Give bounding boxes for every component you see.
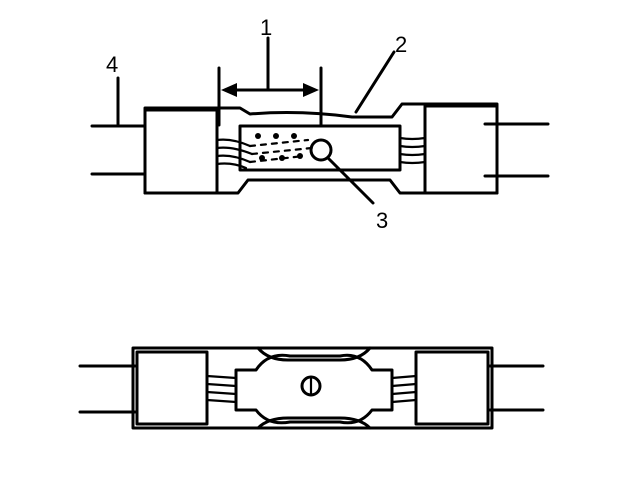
top-splice-assembly (90, 102, 550, 195)
left-strands-bottom (205, 374, 238, 404)
leader-line-2 (354, 50, 396, 114)
left-wire-bottom (78, 364, 137, 414)
crimped-barrel-bottom (234, 353, 394, 425)
inner-strands-top (248, 133, 314, 164)
right-strands-top (398, 136, 427, 165)
right-insulation-block-bottom (414, 350, 490, 426)
callout-1: 1 (260, 15, 272, 40)
bottom-splice-assembly (78, 346, 545, 430)
dimension-marker (217, 36, 323, 127)
right-wire-top (483, 122, 550, 178)
callout-3: 3 (376, 208, 388, 233)
sleeve-bottom-dimple (256, 416, 372, 430)
callout-2: 2 (395, 32, 407, 57)
sleeve-top-dimple (256, 346, 372, 362)
inspection-window-top (309, 138, 333, 162)
left-strands-top (215, 138, 254, 170)
metal-barrel-top (238, 124, 402, 172)
inspection-window-bottom (300, 375, 322, 397)
left-insulation-block-top (143, 108, 219, 195)
left-insulation-block-bottom (135, 350, 209, 426)
outer-sleeve-bottom (131, 346, 494, 430)
callout-4: 4 (106, 52, 118, 77)
right-wire-bottom (488, 364, 545, 412)
right-strands-bottom (390, 374, 418, 404)
left-wire-top (90, 124, 147, 176)
leader-line-3 (326, 156, 375, 205)
outer-sleeve-top (143, 102, 499, 195)
right-insulation-block-top (423, 104, 499, 195)
